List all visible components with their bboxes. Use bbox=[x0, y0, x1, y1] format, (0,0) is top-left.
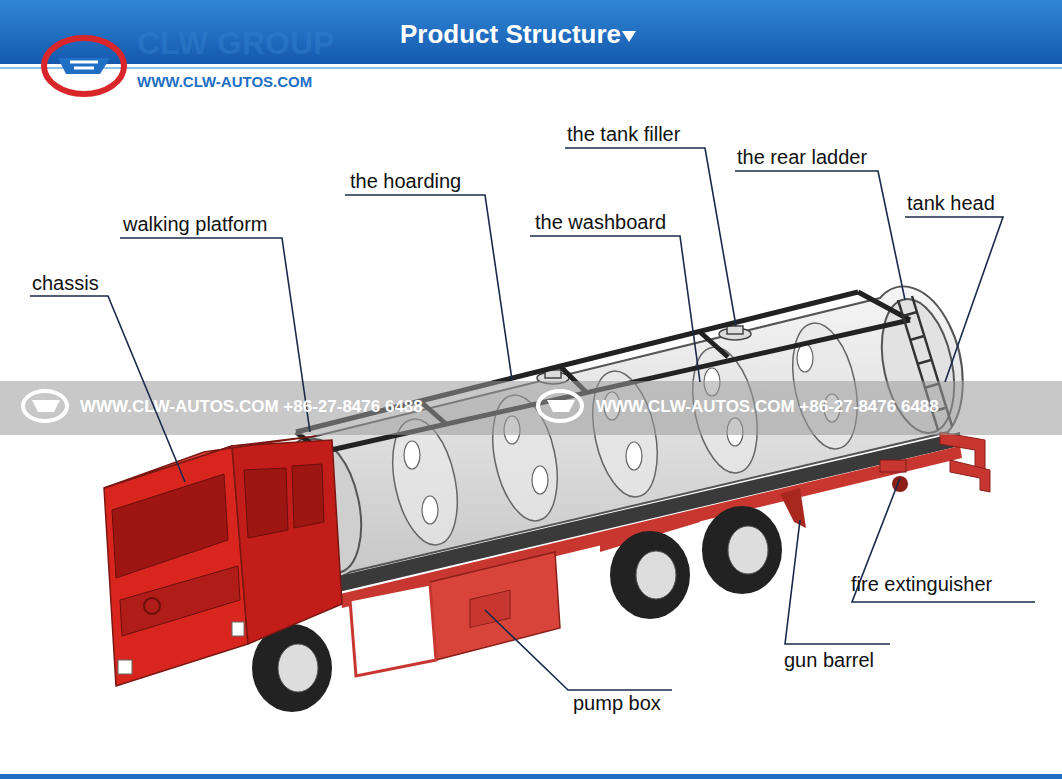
logo-mark bbox=[44, 38, 124, 94]
walking-platform bbox=[700, 332, 728, 357]
header-band bbox=[0, 774, 1062, 779]
logo-mark bbox=[44, 38, 124, 94]
chassis-frame bbox=[950, 460, 990, 492]
truck-cab bbox=[120, 566, 240, 636]
part-label: gun barrel bbox=[784, 649, 874, 671]
part-label: chassis bbox=[32, 272, 99, 294]
truck-cab bbox=[232, 440, 342, 644]
header-band bbox=[0, 64, 1062, 67]
baffle-holes bbox=[404, 441, 420, 469]
part-label: the rear ladder bbox=[737, 146, 867, 168]
truck-cab bbox=[112, 474, 228, 578]
watermark-band bbox=[0, 381, 1062, 435]
watermark-band bbox=[0, 381, 1062, 435]
logo-mark bbox=[70, 62, 98, 68]
truck-cab bbox=[232, 622, 244, 636]
truck-cab bbox=[104, 446, 248, 686]
leader-lines bbox=[565, 148, 736, 326]
part-label: the hoarding bbox=[350, 170, 461, 192]
leader-lines bbox=[30, 296, 185, 482]
watermark-band bbox=[547, 400, 575, 412]
watermark-band bbox=[23, 391, 67, 421]
pump-box bbox=[350, 552, 560, 676]
watermark-text: WWW.CLW-AUTOS.COM +86-27-8476 6488 bbox=[596, 398, 939, 417]
rear-ladder bbox=[910, 336, 924, 340]
part-label: fire extinguisher bbox=[851, 573, 992, 595]
watermark-text: WWW.CLW-AUTOS.COM +86-27-8476 6488 bbox=[80, 398, 423, 417]
truck-cab bbox=[118, 660, 132, 674]
part-label: walking platform bbox=[123, 213, 268, 235]
truck-cab bbox=[244, 468, 288, 538]
page-title: Product Structure bbox=[400, 20, 621, 49]
wheels bbox=[636, 551, 676, 599]
wheels bbox=[728, 526, 768, 574]
logo-mark bbox=[58, 58, 110, 74]
pump-box bbox=[470, 590, 510, 627]
pump-box bbox=[430, 552, 560, 660]
leader-lines bbox=[530, 236, 700, 382]
leader-lines bbox=[905, 217, 1003, 382]
header-band bbox=[0, 0, 1062, 64]
rear-ladder bbox=[903, 312, 917, 316]
tank-filler bbox=[727, 326, 743, 334]
logo-text: CLW GROUP bbox=[137, 26, 334, 61]
part-label: the tank filler bbox=[567, 123, 680, 145]
leader-lines bbox=[345, 195, 512, 380]
header-band bbox=[0, 67, 1062, 69]
truck-cab bbox=[104, 436, 342, 686]
part-label: the washboard bbox=[535, 211, 666, 233]
chassis-frame bbox=[780, 488, 806, 528]
fire-extinguisher bbox=[880, 460, 908, 492]
truck-cab bbox=[292, 464, 324, 528]
baffle-holes bbox=[797, 344, 813, 372]
baffle-holes bbox=[532, 466, 548, 494]
pump-box bbox=[350, 584, 436, 676]
wheels bbox=[610, 531, 690, 619]
part-label: pump box bbox=[573, 692, 661, 714]
fire-extinguisher bbox=[880, 460, 906, 472]
truck-cab bbox=[144, 598, 160, 614]
dropdown-triangle bbox=[622, 31, 636, 42]
leader-lines bbox=[852, 478, 1035, 602]
wheels bbox=[702, 506, 782, 594]
rear-ladder bbox=[917, 360, 931, 364]
watermark-band bbox=[538, 391, 582, 421]
baffle-holes bbox=[626, 442, 642, 470]
wheels bbox=[278, 644, 318, 692]
leader-lines bbox=[485, 610, 672, 690]
baffle-holes bbox=[422, 496, 438, 524]
part-label: tank head bbox=[907, 192, 995, 214]
watermark-band bbox=[32, 400, 60, 412]
leader-lines bbox=[30, 148, 1035, 690]
logo-url: WWW.CLW-AUTOS.COM bbox=[137, 74, 312, 91]
leader-lines bbox=[735, 171, 905, 300]
